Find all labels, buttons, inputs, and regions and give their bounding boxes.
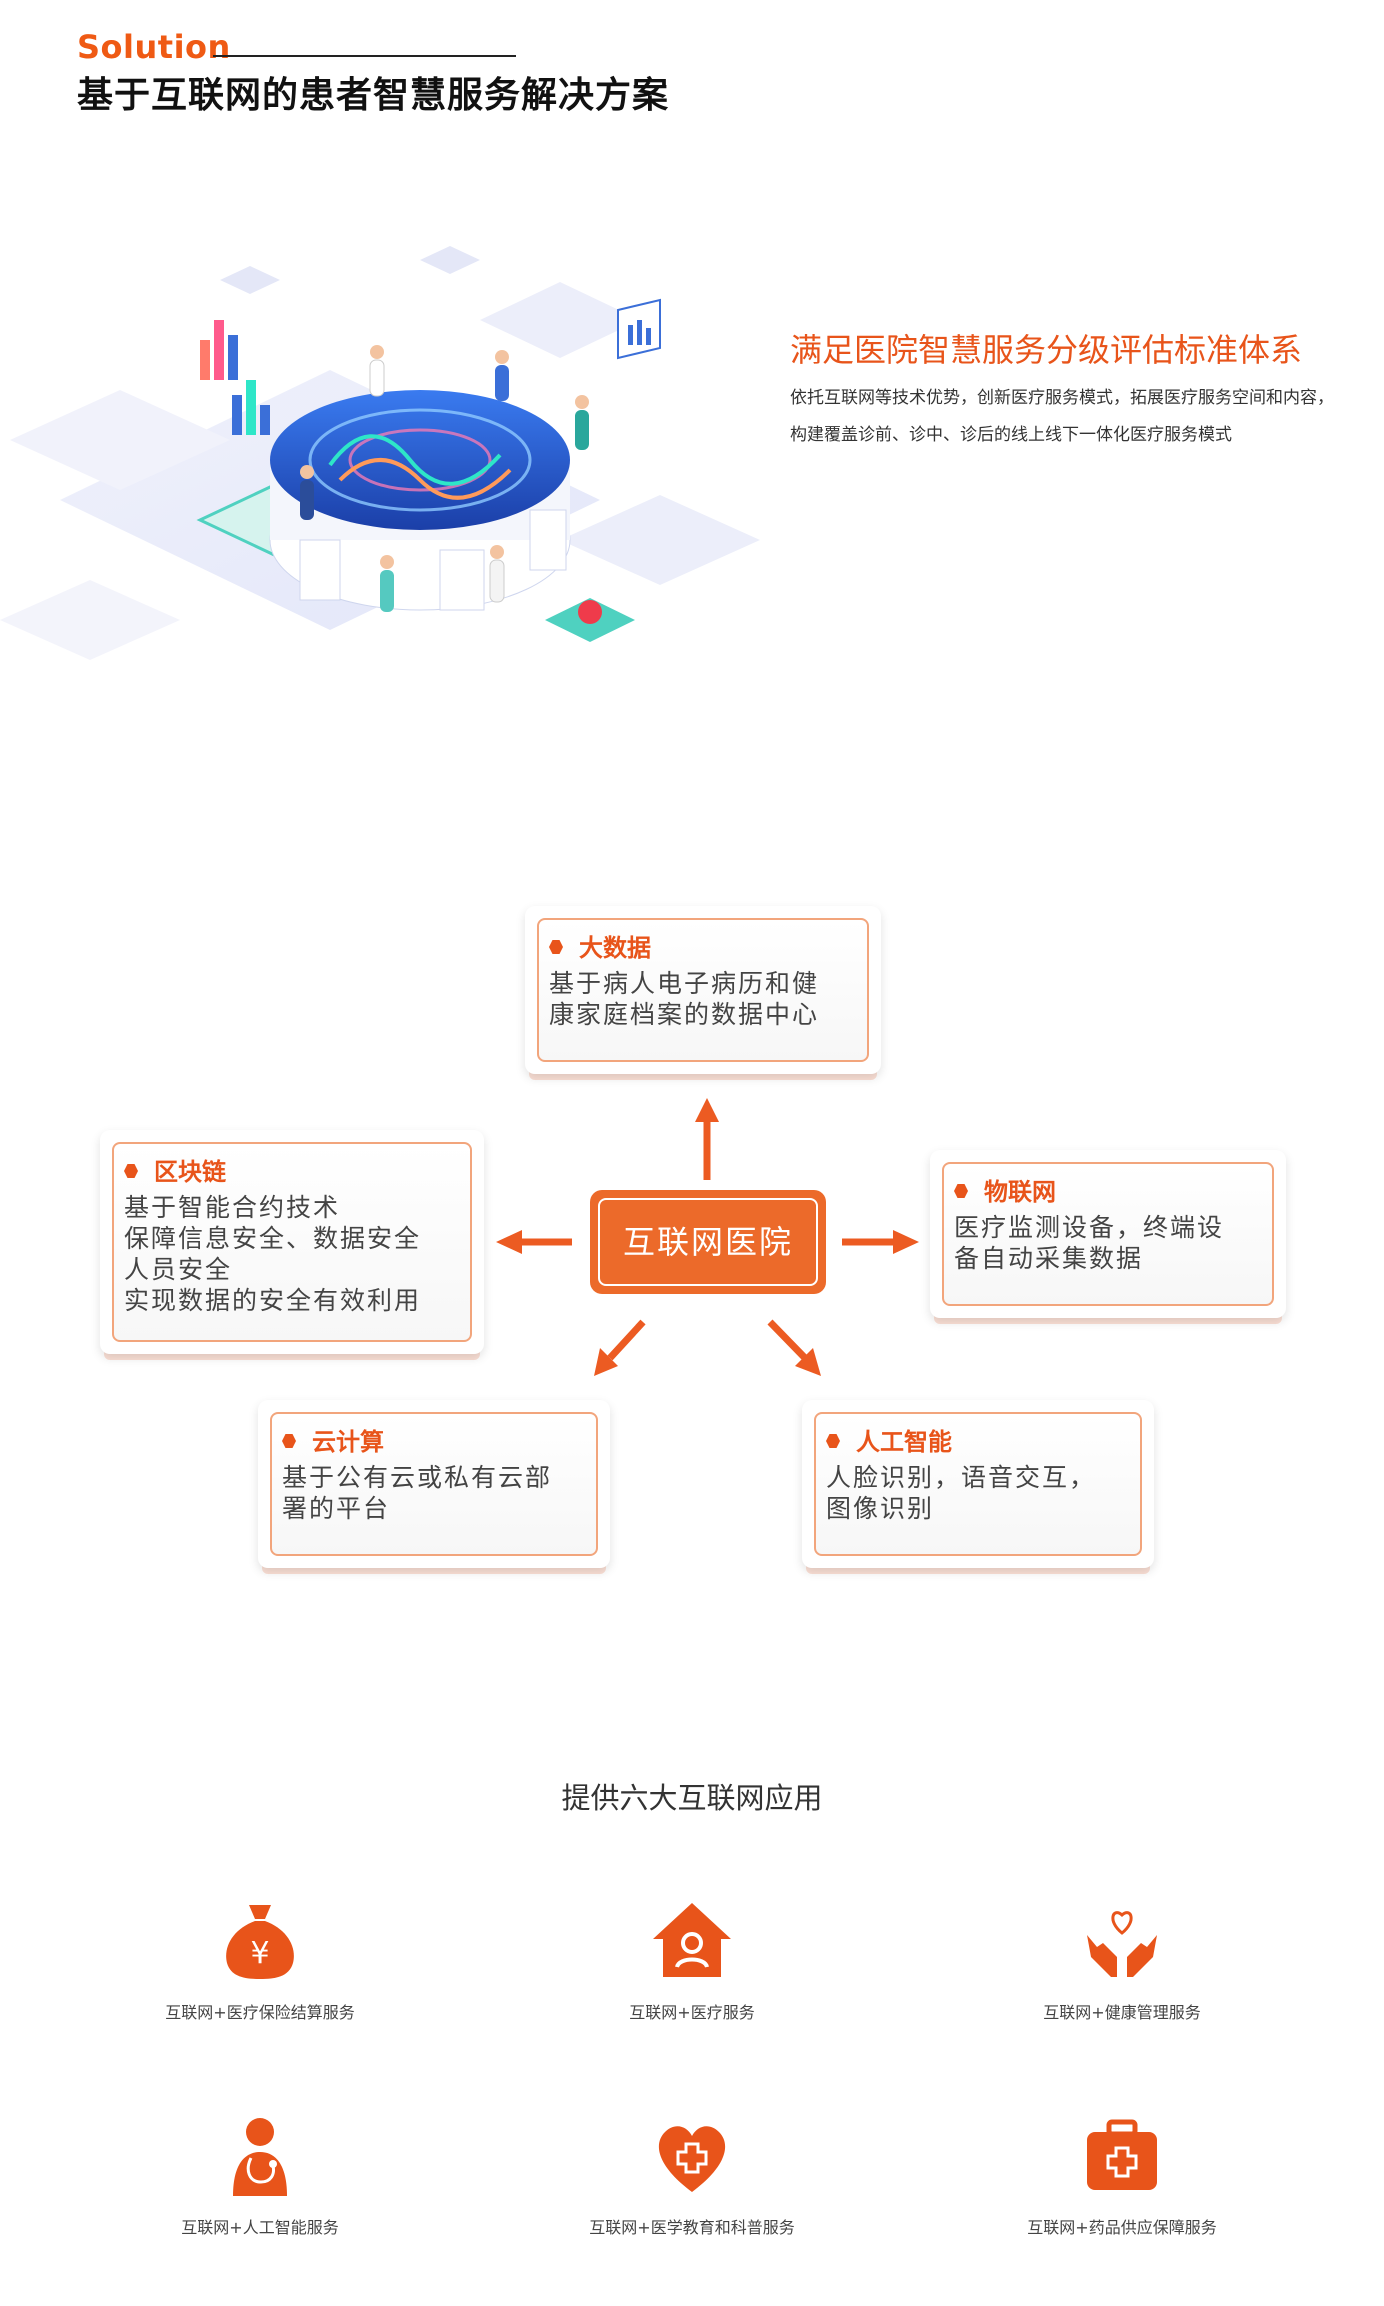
card-iot-line-1: 医疗监测设备，终端设 [954,1213,1225,1242]
app-item-education[interactable]: 互联网+医学教育和科普服务 [512,2110,872,2238]
app-label: 互联网+药品供应保障服务 [1027,2218,1217,2237]
card-bigdata-line-1: 基于病人电子病历和健 [549,969,820,998]
solution-label: Solution [77,28,231,66]
intro-line-2: 构建覆盖诊前、诊中、诊后的线上线下一体化医疗服务模式 [790,425,1232,445]
arrow-down-left [607,1319,646,1361]
app-item-drugs[interactable]: 互联网+药品供应保障服务 [942,2110,1302,2238]
app-label: 互联网+健康管理服务 [1043,2003,1201,2022]
hexagon-icon [549,940,563,954]
hexagon-icon [954,1184,968,1198]
card-iot-line-2: 备自动采集数据 [954,1244,1144,1273]
card-blockchain-line-4: 实现数据的安全有效利用 [124,1286,422,1315]
card-blockchain-line-1: 基于智能合约技术 [124,1193,341,1222]
card-cloud: 云计算 基于公有云或私有云部 署的平台 [258,1400,610,1568]
center-hospital-label: 互联网医院 [598,1198,818,1286]
card-blockchain: 区块链 基于智能合约技术 保障信息安全、数据安全 人员安全 实现数据的安全有效利… [100,1130,484,1354]
apps-section-title: 提供六大互联网应用 [561,1781,823,1815]
card-cloud-line-2: 署的平台 [282,1494,391,1523]
money-bag-icon: ¥ [226,1905,294,1979]
app-label: 互联网+人工智能服务 [181,2218,339,2237]
home-doctor-icon [653,1903,731,1977]
app-label: 互联网+医疗保险结算服务 [165,2003,355,2022]
app-item-medical[interactable]: 互联网+医疗服务 [512,1895,872,2023]
card-iot-title: 物联网 [984,1178,1056,1206]
page-title: 基于互联网的患者智慧服务解决方案 [77,75,670,116]
card-ai: 人工智能 人脸识别，语音交互， 图像识别 [802,1400,1154,1568]
hexagon-icon [282,1434,296,1448]
card-ai-line-1: 人脸识别，语音交互， [826,1463,1097,1492]
app-label: 互联网+医疗服务 [629,2003,755,2022]
hexagon-icon [826,1434,840,1448]
app-label: 互联网+医学教育和科普服务 [589,2218,795,2237]
card-ai-line-2: 图像识别 [826,1494,935,1523]
card-cloud-line-1: 基于公有云或私有云部 [282,1463,553,1492]
hero-illustration [0,246,760,660]
card-bigdata-title: 大数据 [579,934,651,962]
doctor-stethoscope-icon [233,2118,287,2196]
svg-text:¥: ¥ [250,1936,269,1971]
hexagon-icon [124,1164,138,1178]
card-blockchain-line-2: 保障信息安全、数据安全 [124,1224,422,1253]
card-blockchain-line-3: 人员安全 [124,1255,233,1284]
center-hospital-box: 互联网医院 [590,1190,826,1294]
card-cloud-title: 云计算 [312,1428,384,1456]
intro-line-1: 依托互联网等技术优势，创新医疗服务模式，拓展医疗服务空间和内容， [790,388,1334,408]
arrow-down-right [767,1319,808,1361]
intro-title: 满足医院智慧服务分级评估标准体系 [790,331,1303,369]
medical-kit-icon [1087,2119,1157,2190]
heart-cross-icon [658,2126,726,2192]
card-blockchain-title: 区块链 [154,1158,226,1186]
card-ai-title: 人工智能 [856,1428,952,1456]
heart-hands-icon [1087,1911,1157,1977]
app-item-insurance[interactable]: ¥ 互联网+医疗保险结算服务 [80,1895,440,2023]
card-bigdata-line-2: 康家庭档案的数据中心 [549,1000,820,1029]
app-item-ai[interactable]: 互联网+人工智能服务 [80,2110,440,2238]
app-item-health[interactable]: 互联网+健康管理服务 [942,1895,1302,2023]
intro-description: 依托互联网等技术优势，创新医疗服务模式，拓展医疗服务空间和内容， 构建覆盖诊前、… [790,380,1384,454]
card-iot: 物联网 医疗监测设备，终端设 备自动采集数据 [930,1150,1286,1318]
card-bigdata: 大数据 基于病人电子病历和健 康家庭档案的数据中心 [525,906,881,1074]
title-underline [213,55,516,57]
